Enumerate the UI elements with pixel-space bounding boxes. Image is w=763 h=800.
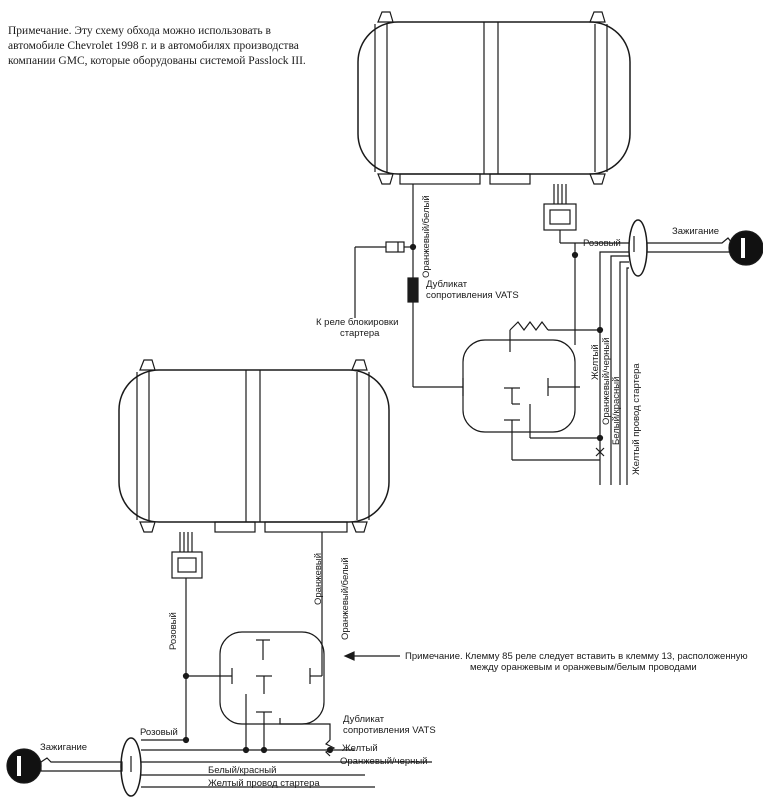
label-orange-white-bottom: Оранжевый/белый: [340, 557, 351, 640]
label-orange-black-bottom: Оранжевый/черный: [340, 756, 428, 767]
label-ignition-bottom: Зажигание: [40, 742, 87, 753]
ignition-switch-top: [628, 219, 763, 277]
relay-bottom: [186, 532, 336, 757]
note-top: Примечание. Эту схему обхода можно испол…: [8, 24, 308, 69]
label-orange-black-top: Оранжевый/черный: [601, 337, 612, 425]
note-lead: Примечание.: [8, 25, 72, 37]
control-module-bottom: [118, 359, 390, 533]
label-vats-bottom-2: сопротивления VATS: [343, 725, 436, 736]
wires-bottom-harness: [141, 672, 432, 788]
relay-top: [462, 321, 600, 461]
label-white-red-bottom: Белый/красный: [208, 765, 276, 776]
label-ignition-top: Зажигание: [672, 226, 719, 237]
label-yellow-top: Желтый: [590, 344, 601, 380]
label-orange-bottom: Оранжевый: [313, 553, 324, 605]
label-starter-yellow-top: Желтый провод стартера: [631, 363, 642, 475]
label-pink-vertical-bottom: Розовый: [168, 612, 179, 650]
label-vats-top-2: сопротивления VATS: [426, 290, 519, 301]
label-yellow-bottom: Желтый: [342, 743, 378, 754]
note-body: Эту схему обхода можно использовать в ав…: [8, 25, 306, 67]
starter-relay-branch: [354, 241, 417, 318]
label-starter-relay-1: К реле блокировки: [316, 317, 398, 328]
label-starter-relay-2: стартера: [340, 328, 380, 339]
label-vats-bottom-1: Дубликат: [343, 714, 385, 725]
label-pink-top: Розовый: [583, 238, 621, 249]
label-note-bottom-2: между оранжевым и оранжевым/белым провод…: [470, 662, 697, 673]
label-note-bottom-1: Примечание. Клемму 85 реле следует встав…: [405, 651, 748, 662]
connector-top: [543, 184, 577, 243]
label-white-red-top: Белый/красный: [611, 377, 622, 445]
ignition-switch-bottom: [6, 737, 142, 797]
label-vats-top-1: Дубликат: [426, 279, 468, 290]
label-orange-white-top: Оранжевый/белый: [421, 195, 432, 278]
label-starter-yellow-bottom: Желтый провод стартера: [208, 778, 320, 789]
control-module-top: [357, 11, 631, 185]
connector-bottom: [171, 532, 203, 740]
wire-orange-white-top: [407, 184, 463, 388]
label-pink-bottom: Розовый: [140, 727, 178, 738]
note-arrow: [343, 651, 400, 661]
wires-top-harness: [560, 242, 629, 485]
